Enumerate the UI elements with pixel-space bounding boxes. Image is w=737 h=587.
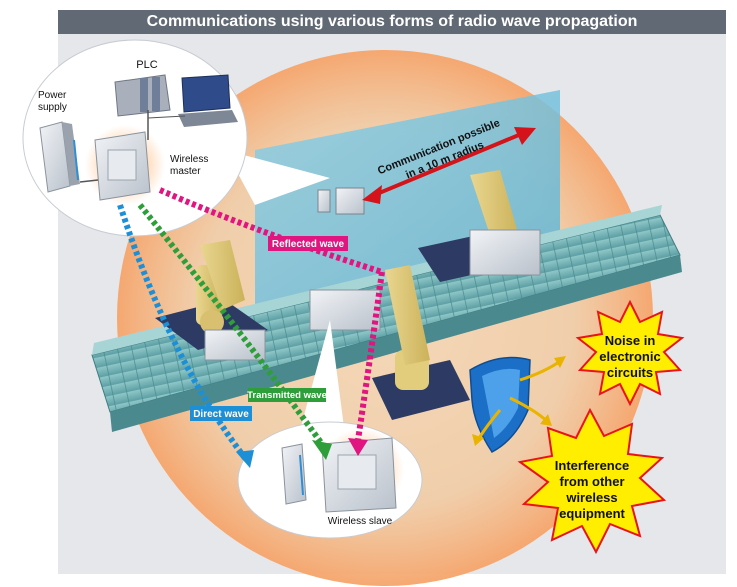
power-supply-icon xyxy=(281,443,307,505)
range-arrow xyxy=(362,127,536,204)
robot-arm-icon xyxy=(418,170,541,282)
deflection-arrowhead xyxy=(540,414,552,426)
wireless-slave-label: Wireless slave xyxy=(328,516,393,527)
robot-arm-icon xyxy=(309,265,470,420)
direct-wave-label: Direct wave xyxy=(193,409,249,420)
transmitted-wave-path xyxy=(137,203,325,446)
reflected-wave-label: Reflected wave xyxy=(272,239,345,250)
wireless-master-label-line1: Wireless xyxy=(170,154,208,165)
robot-arm-icon xyxy=(155,240,268,361)
wireless-slave-icon xyxy=(321,437,397,513)
power-supply-icon xyxy=(39,121,80,193)
noise-label-line3: circuits xyxy=(607,365,653,380)
deflection-arrowhead xyxy=(554,356,566,368)
wireless-master-label-line2: master xyxy=(170,166,201,177)
interference-label-line1: Interference xyxy=(555,458,629,473)
direct-wave-arrowhead xyxy=(236,450,254,468)
noise-label-line2: electronic xyxy=(599,349,660,364)
reflected-wave-badge xyxy=(268,236,348,251)
interference-label-line4: equipment xyxy=(559,506,625,521)
reflected-wave-return xyxy=(355,271,385,441)
reflected-wave-path xyxy=(158,187,383,275)
title-bar: Communications using various forms of ra… xyxy=(58,10,726,34)
plc-icon xyxy=(114,74,171,117)
transmitted-wave-arrowhead xyxy=(312,440,332,460)
wireless-master-icon xyxy=(79,110,186,201)
wireless-unit-icon xyxy=(317,187,365,215)
deflection-arrowhead xyxy=(472,434,484,446)
power-supply-label-line1: Power xyxy=(38,90,67,101)
direct-wave-badge xyxy=(190,406,252,421)
interference-label-line2: from other xyxy=(560,474,625,489)
transmitted-wave-badge xyxy=(248,388,326,402)
noise-starburst xyxy=(575,299,685,407)
laptop-icon xyxy=(178,74,238,127)
plc-label: PLC xyxy=(136,59,157,71)
power-supply-label-line2: supply xyxy=(38,102,67,113)
interference-starburst xyxy=(517,407,667,555)
noise-label-line1: Noise in xyxy=(605,333,656,348)
back-wall-panel xyxy=(255,90,560,305)
transmitted-wave-label: Transmitted wave xyxy=(247,390,327,401)
reflected-wave-arrowhead xyxy=(348,438,368,456)
interference-label-line3: wireless xyxy=(565,490,617,505)
